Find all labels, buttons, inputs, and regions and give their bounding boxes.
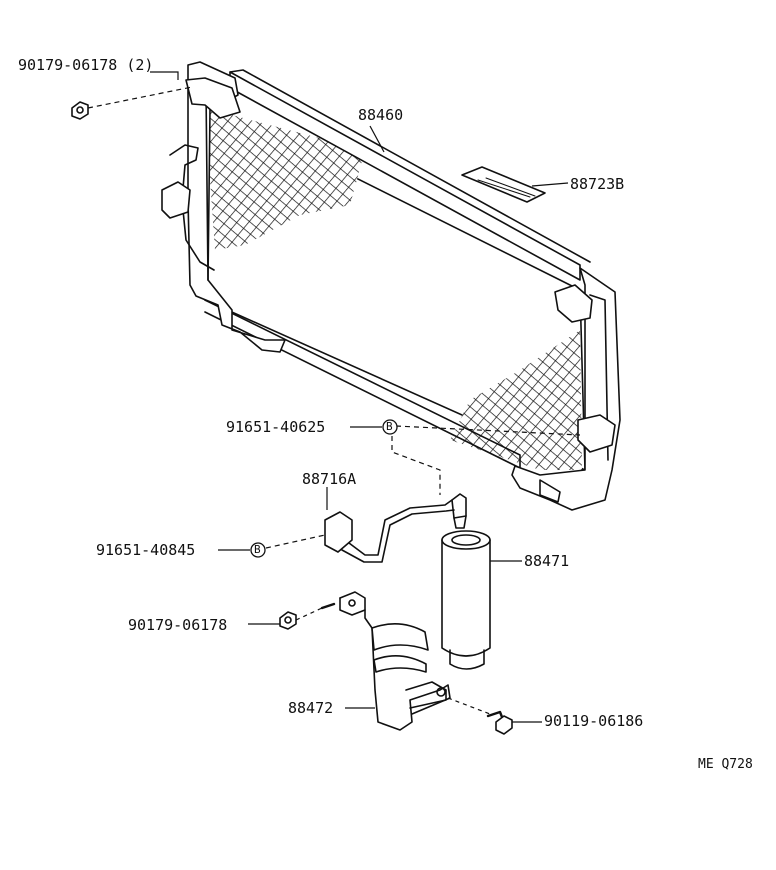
part-label-88471: 88471 <box>524 552 570 570</box>
tube-assembly <box>324 499 455 563</box>
part-label-88472: 88472 <box>288 699 334 717</box>
core-mesh-right <box>450 330 582 470</box>
condenser <box>161 61 621 511</box>
part-label-90119-06186: 90119-06186 <box>544 712 644 730</box>
bolt-marker-letter-lower: B <box>254 543 261 556</box>
bolt-marker-lower <box>250 542 266 558</box>
nut-top <box>71 101 89 120</box>
part-label-88716a: 88716A <box>302 470 357 488</box>
receiver-dryer <box>441 493 491 670</box>
part-label-88460: 88460 <box>358 106 404 124</box>
part-label-90179-06178-2: 90179-06178 (2) <box>18 56 154 74</box>
part-label-91651-40625: 91651-40625 <box>226 418 326 436</box>
nut-mid <box>279 611 297 630</box>
part-label-90179-06178: 90179-06178 <box>128 616 228 634</box>
part-label-91651-40845: 91651-40845 <box>96 541 196 559</box>
leader-lines <box>87 71 581 723</box>
part-label-88723b: 88723B <box>570 175 625 193</box>
bolt-marker-letter-upper: B <box>386 420 393 433</box>
drawing-code: ME Q728 <box>698 757 753 772</box>
bolt-head <box>495 715 513 735</box>
receiver-bracket <box>339 591 451 731</box>
bolt-marker-upper <box>382 419 398 435</box>
core-mesh-left <box>205 108 365 250</box>
